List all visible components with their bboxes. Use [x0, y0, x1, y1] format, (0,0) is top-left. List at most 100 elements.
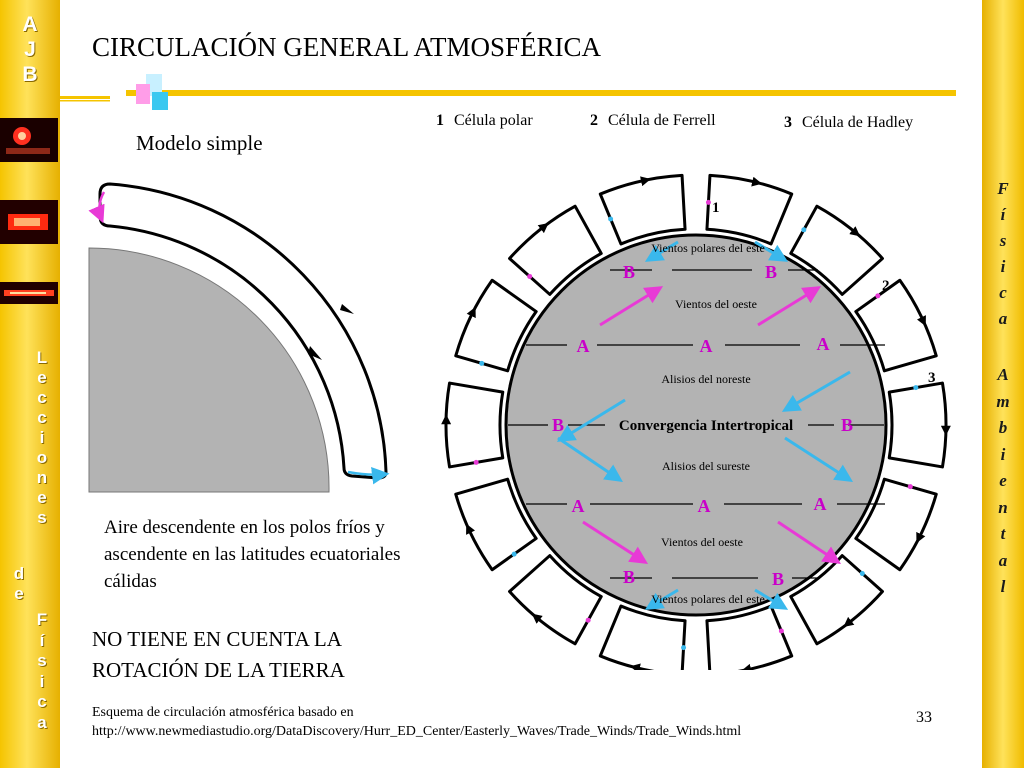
vertical-motion-mark — [511, 551, 517, 557]
wind-arrow — [777, 520, 841, 564]
sidebar-word-lecciones: L e c c i o n e s — [36, 348, 48, 527]
pressure-low: B — [841, 415, 853, 435]
pressure-high: A — [572, 496, 585, 516]
page-title: CIRCULACIÓN GENERAL ATMOSFÉRICA — [92, 32, 602, 62]
pressure-high: A — [814, 494, 827, 514]
pressure-high: A — [577, 336, 590, 356]
earth-globe — [504, 233, 888, 617]
vertical-motion-mark — [859, 571, 865, 577]
note-text: NO TIENE EN CUENTA LA ROTACIÓN DE LA TIE… — [92, 627, 345, 682]
wind-arrow — [757, 286, 822, 327]
vertical-motion-mark — [801, 227, 807, 233]
cell-number-1: 1 — [712, 200, 720, 216]
vertical-motion-mark — [473, 459, 479, 465]
flow-arrow — [466, 306, 476, 325]
ascending-air-arrow — [347, 467, 390, 485]
wind-arrow — [644, 588, 679, 610]
label-polar-east-top: Vientos polares del este — [651, 241, 765, 255]
wind-arrow — [781, 370, 851, 412]
sidebar-word-fisica: F í s i c a — [36, 610, 48, 732]
circulation-cell — [789, 204, 884, 296]
pressure-high: A — [817, 334, 830, 354]
wind-arrow — [557, 436, 623, 483]
flow-arrow — [843, 614, 860, 628]
pressure-low: B — [765, 262, 777, 282]
sidebar-word-fisica-right: F í s i c a — [997, 179, 1009, 328]
circulation-cell — [454, 278, 538, 373]
pressure-high: A — [698, 496, 711, 516]
flow-arrow — [308, 346, 322, 360]
label-trade-se: Alisios del sureste — [662, 459, 750, 473]
wind-arrow — [784, 436, 854, 482]
circulation-cell — [508, 204, 603, 296]
cell-number-3: 3 — [928, 370, 936, 386]
fire-thumbnail-2 — [0, 200, 58, 244]
label-trade-ne: Alisios del noreste — [661, 372, 750, 386]
pressure-low: B — [552, 415, 564, 435]
flow-arrow — [916, 308, 926, 327]
wind-arrow — [556, 398, 626, 442]
wind-arrow — [644, 240, 679, 262]
cell-number-2: 2 — [882, 278, 890, 294]
title-decoration — [60, 74, 956, 110]
circulation-cell — [444, 381, 505, 469]
pressure-low: B — [623, 567, 635, 587]
vertical-motion-mark — [681, 645, 687, 651]
vertical-motion-mark — [608, 216, 614, 222]
earth-quadrant — [88, 247, 330, 493]
pressure-high: A — [700, 336, 713, 356]
vertical-motion-mark — [479, 360, 485, 366]
pressure-low: B — [623, 262, 635, 282]
simple-model-diagram — [88, 182, 390, 493]
circulation-cell — [454, 477, 538, 572]
wind-arrows — [556, 240, 854, 610]
vertical-motion-mark — [907, 484, 913, 490]
label-westerlies-bottom: Vientos del oeste — [661, 535, 743, 549]
subtitle: Modelo simple — [136, 131, 263, 155]
flow-arrow — [742, 176, 763, 187]
circulation-cell — [854, 477, 938, 572]
circulation-cell — [854, 278, 938, 373]
flow-arrow — [466, 523, 476, 542]
right-sidebar — [982, 0, 1024, 768]
global-circulation-diagram: 1 2 3 Vientos polares del este Vientos d… — [441, 173, 951, 670]
circulation-cell — [598, 173, 687, 246]
vertical-motion-mark — [527, 273, 533, 279]
wind-arrow — [754, 588, 789, 610]
flow-arrow — [844, 223, 861, 237]
circulation-cell — [705, 604, 794, 670]
sidebar-word-de: d e — [13, 564, 25, 603]
label-itcz: Convergencia Intertropical — [619, 418, 793, 434]
circulation-cell — [508, 554, 603, 646]
pressure-latitude-lines — [508, 269, 885, 579]
wind-arrow — [582, 520, 649, 564]
wind-arrow — [599, 286, 664, 327]
flow-arrow — [631, 176, 651, 187]
fire-thumbnail-3 — [0, 282, 58, 304]
flow-arrow — [629, 663, 650, 670]
flow-arrow — [916, 525, 926, 544]
vertical-motion-mark — [913, 385, 919, 391]
circulation-cell — [789, 554, 884, 646]
label-polar-east-bottom: Vientos polares del este — [651, 592, 765, 606]
vertical-motion-mark — [875, 293, 881, 299]
source-link[interactable]: http://www.newmediastudio.org/DataDiscov… — [92, 724, 742, 739]
wind-arrow — [754, 240, 789, 262]
description-text: Aire descendente en los polos fríos y as… — [104, 517, 401, 592]
vertical-motion-mark — [585, 617, 591, 623]
circulation-cell-loop — [98, 182, 388, 480]
circulation-cell — [705, 173, 794, 246]
circulation-cell — [887, 381, 948, 469]
sidebar-word-ambiental: A m b i e n t a l — [996, 365, 1010, 596]
flow-arrow — [741, 663, 761, 670]
flow-arrow — [340, 304, 354, 314]
page-number: 33 — [916, 709, 932, 726]
source-caption: Esquema de circulación atmosférica basad… — [92, 705, 742, 739]
label-westerlies-top: Vientos del oeste — [675, 297, 757, 311]
circulation-cell — [598, 604, 687, 670]
descending-air-arrow — [88, 191, 106, 224]
circulation-cells — [441, 173, 951, 670]
